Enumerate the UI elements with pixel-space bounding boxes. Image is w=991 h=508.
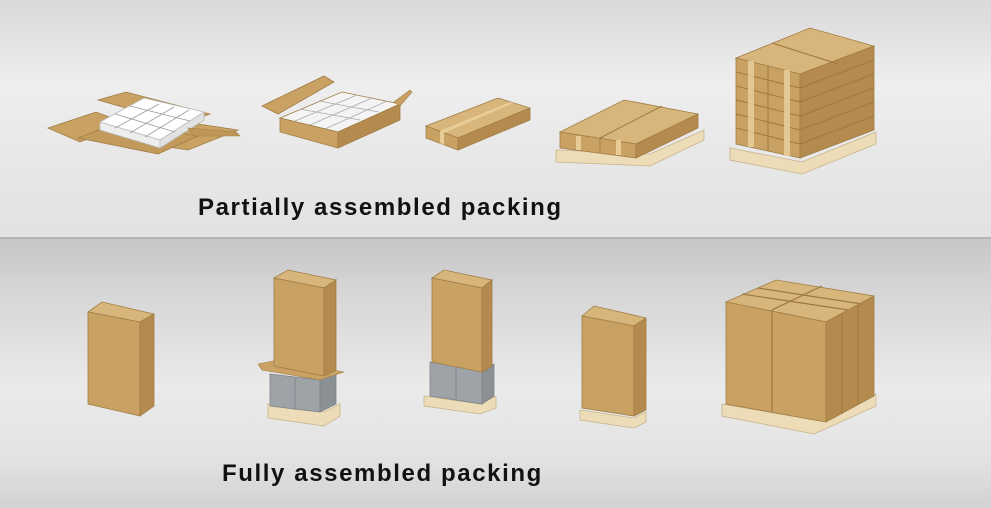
section-divider	[0, 237, 991, 239]
carton-with-dividers-illustration	[261, 75, 413, 149]
stacked-cartons-on-pallet-illustration	[729, 27, 877, 175]
carton-over-cabinet-illustration	[423, 269, 497, 415]
partial-assembly-caption: Partially assembled packing	[198, 194, 563, 221]
packed-cabinet-on-pallet-illustration	[579, 305, 647, 429]
open-carton-with-insert-illustration	[46, 91, 241, 155]
carton-lowered-over-cabinet-illustration	[257, 269, 345, 427]
tall-carton-illustration	[87, 301, 156, 417]
full-assembly-caption: Fully assembled packing	[222, 460, 543, 487]
multiple-cabinets-on-pallet-illustration	[721, 279, 877, 435]
cartons-on-pallet-illustration	[555, 99, 705, 167]
sealed-flat-carton-illustration	[424, 97, 532, 151]
